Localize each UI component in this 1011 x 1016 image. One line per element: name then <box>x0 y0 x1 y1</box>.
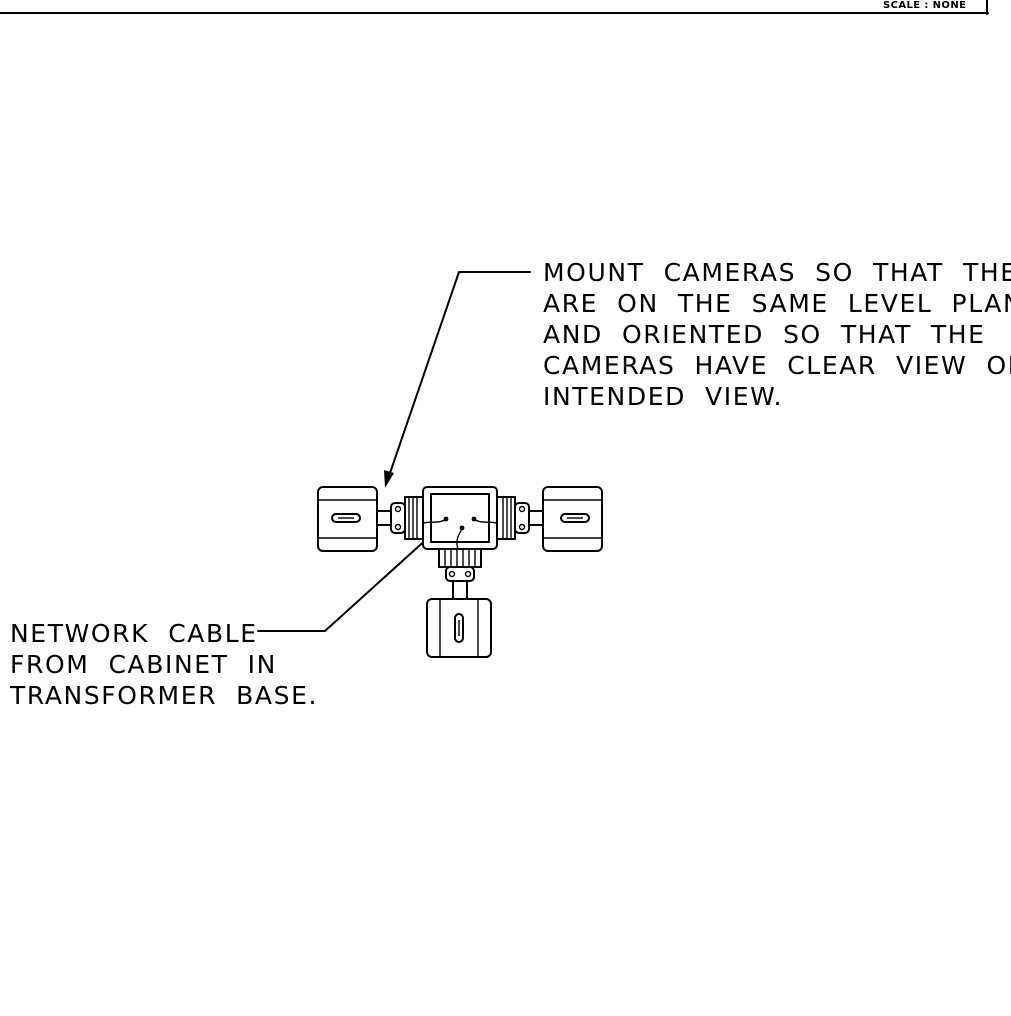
left-camera-slot <box>331 513 361 523</box>
right-camera-slot <box>560 513 590 523</box>
mount-note-line-1: MOUNT CAMERAS SO THAT THEY <box>543 258 1011 287</box>
mount-leader-arrowhead <box>384 470 394 488</box>
left-camera-housing <box>317 486 378 552</box>
left-camera-mount <box>404 496 424 540</box>
mount-note-line-2: ARE ON THE SAME LEVEL PLANE <box>543 289 1011 318</box>
mount-note-leader <box>384 271 531 488</box>
cable-note: NETWORK CABLE FROM CABINET IN TRANSFORME… <box>9 619 318 710</box>
right-camera-icon <box>496 486 603 552</box>
cable-note-leader <box>257 526 441 632</box>
title-block: SCALE : NONE <box>0 0 989 15</box>
cable-leader-line <box>257 526 441 632</box>
mount-leader-line <box>388 271 531 477</box>
junction-box-icon <box>422 486 498 550</box>
left-camera-icon <box>317 486 424 552</box>
mount-note: MOUNT CAMERAS SO THAT THEY ARE ON THE SA… <box>543 258 1011 411</box>
right-camera-mount <box>496 496 516 540</box>
cable-note-line-1: NETWORK CABLE <box>10 619 258 648</box>
mount-note-line-3: AND ORIENTED SO THAT THE <box>543 320 986 349</box>
cable-note-line-2: FROM CABINET IN <box>10 650 277 679</box>
bottom-camera-icon <box>426 548 492 658</box>
junction-box-outer <box>422 486 498 550</box>
scale-label: SCALE : NONE <box>883 0 966 11</box>
mount-note-line-4: CAMERAS HAVE CLEAR VIEW OF <box>543 351 1011 380</box>
cable-note-line-3: TRANSFORMER BASE. <box>9 681 318 710</box>
mount-note-line-5: INTENDED VIEW. <box>543 382 783 411</box>
bottom-camera-slot <box>454 613 464 643</box>
right-camera-housing <box>542 486 603 552</box>
junction-box-inner <box>430 493 490 543</box>
